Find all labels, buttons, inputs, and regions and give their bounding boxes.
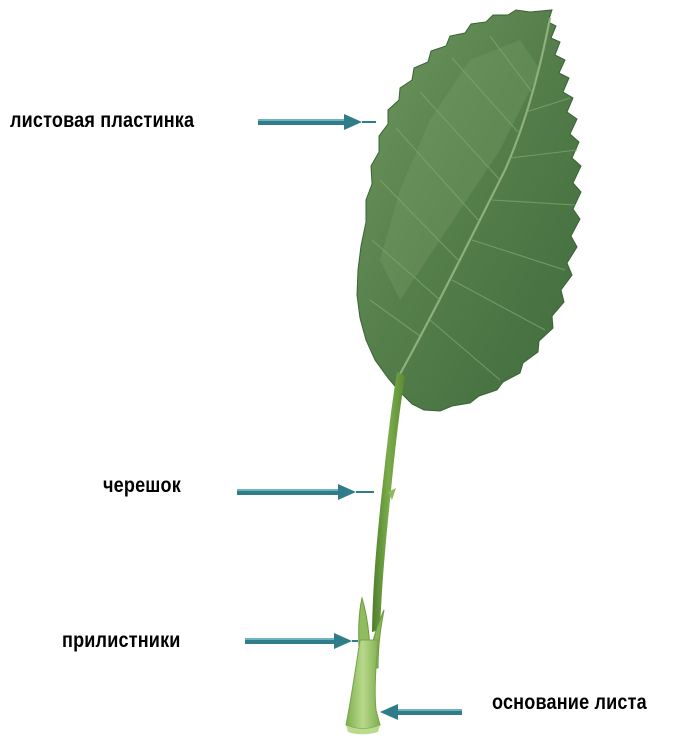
- arrow-left-icon: [380, 704, 462, 720]
- label-stipules: прилистники: [62, 629, 181, 653]
- leaf-base: [346, 640, 380, 729]
- label-leaf-blade: листовая пластинка: [10, 109, 194, 133]
- label-leaf-base: основание листа: [492, 691, 647, 715]
- arrow-right-icon: [258, 114, 376, 130]
- arrow-right-icon: [245, 633, 358, 649]
- arrow-right-icon: [237, 484, 374, 500]
- petiole-stem: [372, 372, 405, 632]
- label-petiole: черешок: [103, 474, 181, 498]
